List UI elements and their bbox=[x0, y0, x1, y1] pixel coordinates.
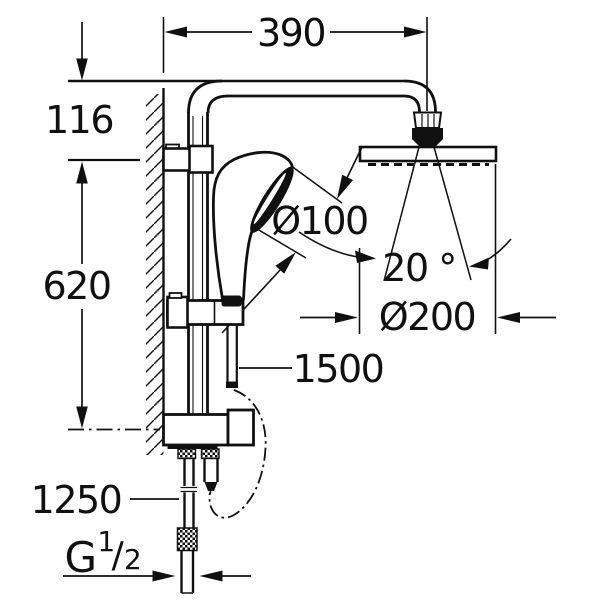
valve-main bbox=[162, 413, 230, 447]
dim-g12 bbox=[63, 570, 251, 582]
angle-arc-right bbox=[472, 238, 512, 267]
dim-g12-arrow-right bbox=[199, 570, 223, 582]
head-shower-connector bbox=[412, 111, 443, 146]
dim-200-arrow-left bbox=[335, 312, 358, 323]
dim-116-620 bbox=[76, 22, 88, 429]
hose-loop-dashdot bbox=[208, 389, 267, 519]
holder-wall-block bbox=[166, 295, 189, 329]
nipple-left bbox=[177, 448, 197, 460]
slider-holder bbox=[166, 292, 245, 329]
supply-hose bbox=[176, 458, 219, 594]
dim-1250-label: 1250 bbox=[31, 478, 122, 522]
wall bbox=[146, 88, 165, 455]
dim-620-arrow-up bbox=[76, 161, 88, 184]
valve-base-strip bbox=[167, 445, 218, 449]
dim-100-arrow-upper bbox=[337, 174, 353, 199]
outlet-stub-tip bbox=[204, 482, 218, 491]
pipe-bend-right-inner bbox=[403, 94, 421, 113]
spray-line-right bbox=[433, 146, 472, 281]
hose-end-cap bbox=[226, 381, 238, 388]
thread-slash: / bbox=[112, 535, 125, 576]
pipe-bend-left-outer bbox=[187, 79, 223, 114]
bracket-clamp bbox=[188, 144, 214, 174]
dim-100-ext-upper bbox=[291, 165, 343, 204]
pipe-bend-right-outer bbox=[403, 79, 437, 113]
dim-620-arrow-down bbox=[76, 406, 88, 429]
angle-arrow-right bbox=[469, 257, 489, 270]
dim-20deg-label: 20 ° bbox=[382, 246, 455, 290]
valve-body bbox=[162, 408, 255, 460]
diverter-knob bbox=[226, 408, 255, 447]
dim-100-label: Ø100 bbox=[271, 199, 367, 243]
dim-g12-arrow-left bbox=[152, 570, 176, 582]
head-shower bbox=[358, 145, 498, 282]
hand-shower-face-highlight bbox=[253, 172, 286, 225]
thread-g-label: G bbox=[64, 533, 95, 582]
hand-shower-hose bbox=[208, 324, 267, 519]
thread-numerator: 1 bbox=[97, 525, 113, 558]
dim-390 bbox=[162, 17, 428, 111]
head-shower-plate bbox=[358, 145, 498, 163]
dim-200 bbox=[300, 164, 556, 334]
dim-100-arrow-lower bbox=[275, 252, 296, 274]
wall-hatching bbox=[146, 94, 164, 455]
dim-390-label: 390 bbox=[257, 11, 325, 55]
dim-100 bbox=[221, 146, 363, 334]
dim-390-arrow-left bbox=[164, 26, 187, 38]
dim-100-tail-upper bbox=[345, 146, 363, 181]
reference-lines bbox=[68, 79, 404, 431]
angle-arrow-left bbox=[355, 250, 376, 263]
dim-200-label: Ø200 bbox=[379, 295, 475, 339]
dim-200-arrow-right bbox=[497, 312, 520, 323]
dim-1500-label: 1500 bbox=[293, 347, 384, 391]
coupling-nut bbox=[176, 527, 198, 552]
spray-line-left bbox=[383, 146, 420, 282]
dim-116-label: 116 bbox=[45, 98, 113, 142]
nipple-right bbox=[200, 448, 220, 460]
bracket-base bbox=[162, 147, 192, 172]
wall-bracket-top bbox=[162, 143, 214, 174]
dim-390-arrow-right bbox=[404, 26, 427, 38]
dim-116-arrow-down bbox=[76, 58, 88, 81]
pipe-bend-left-inner bbox=[206, 94, 229, 114]
ball-joint-block bbox=[412, 128, 443, 146]
hand-shower-handle-tip bbox=[221, 295, 242, 307]
dim-620-label: 620 bbox=[42, 264, 110, 308]
holder-top-tab bbox=[168, 292, 183, 299]
hand-shower bbox=[211, 150, 294, 301]
thread-denominator: 2 bbox=[124, 543, 140, 576]
